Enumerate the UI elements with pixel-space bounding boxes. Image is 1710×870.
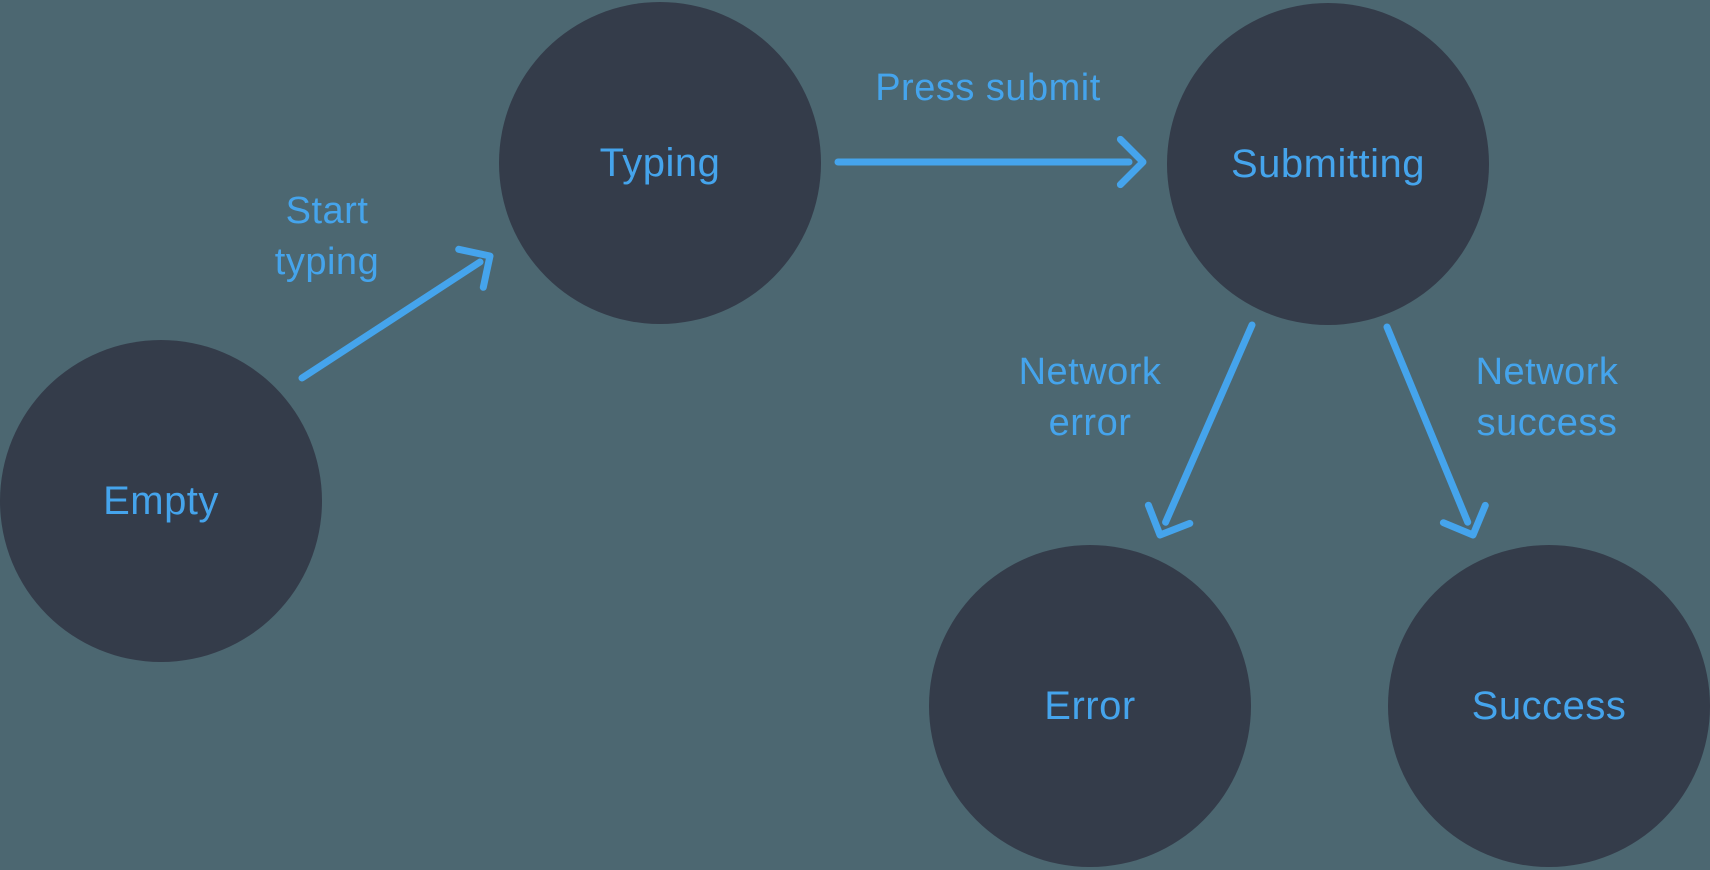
arrowhead-icon (1116, 135, 1147, 189)
edge-arrow-network-error (1144, 321, 1256, 539)
arrow-shaft (1162, 321, 1256, 526)
arrowhead-icon (1439, 501, 1489, 539)
state-node-label: Error (1044, 683, 1136, 728)
edge-label-network-success: Network success (1475, 351, 1619, 444)
arrowhead-icon (455, 245, 494, 291)
arrowhead-icon (1144, 501, 1194, 539)
edge-arrow-network-success (1383, 323, 1489, 539)
edge-arrow-press-submit (834, 135, 1147, 189)
state-node-label: Submitting (1231, 141, 1425, 186)
arrow-shaft (298, 258, 484, 382)
state-node-label: Success (1471, 683, 1627, 728)
edge-label-network-error: Network error (1018, 351, 1162, 444)
arrow-shaft (1383, 323, 1472, 526)
edge-label-press-submit: Press submit (875, 67, 1101, 109)
state-node-label: Typing (599, 140, 721, 185)
state-node-success: Success (1388, 545, 1710, 867)
state-node-error: Error (929, 545, 1251, 867)
edge-arrow-start-typing (298, 245, 494, 382)
edge-label-start-typing: Start typing (274, 190, 380, 283)
state-node-typing: Typing (499, 2, 821, 324)
state-node-submitting: Submitting (1167, 3, 1489, 325)
state-node-label: Empty (103, 478, 219, 523)
state-node-empty: Empty (0, 340, 322, 662)
